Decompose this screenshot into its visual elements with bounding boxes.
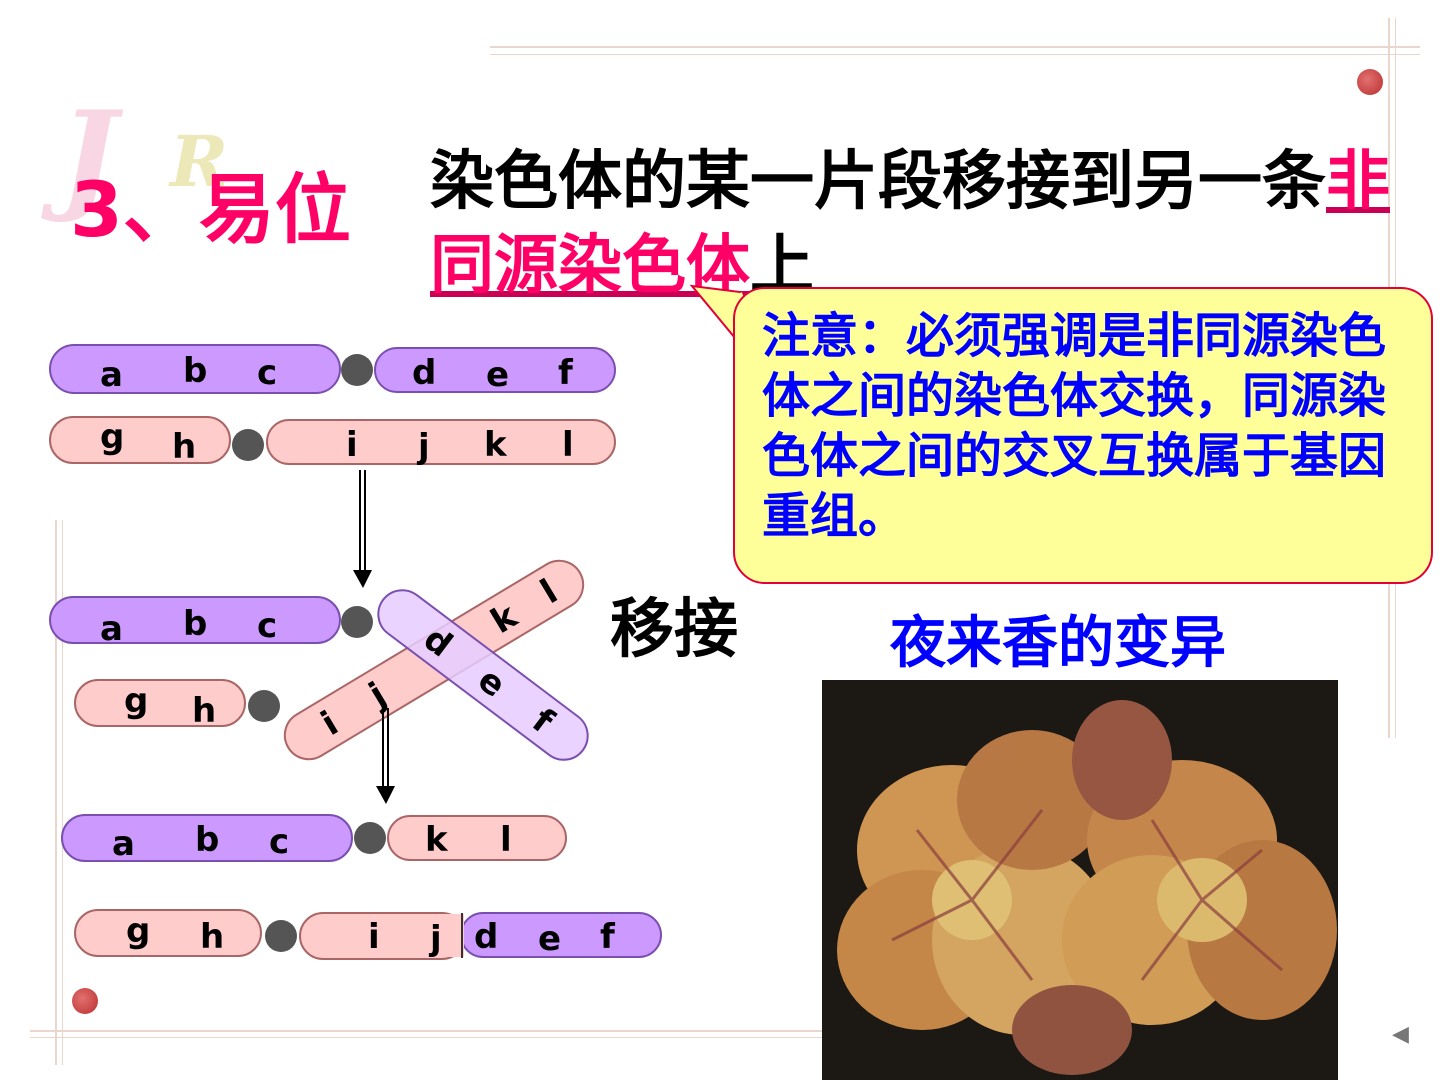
gene-label: d <box>412 353 436 393</box>
definition-part1: 染色体的某一片段移接到另一条 <box>430 145 1326 219</box>
centromere <box>354 822 386 854</box>
arrow-down-1 <box>353 470 372 588</box>
gene-label: i <box>346 425 358 465</box>
frame-bottom-line-2 <box>30 1037 830 1038</box>
gene-label: i <box>368 917 380 957</box>
gene-label: l <box>562 425 574 465</box>
gene-label: c <box>269 822 289 862</box>
gene-label: h <box>192 691 216 731</box>
gene-label: g <box>124 681 148 721</box>
gene-label: h <box>200 917 224 957</box>
chrom-b-left <box>50 417 230 463</box>
gene-label: b <box>183 604 207 644</box>
callout-text: 注意：必须强调是非同源染色体之间的染色体交换，同源染色体之间的交叉互换属于基因重… <box>762 306 1422 546</box>
gene-label: a <box>112 824 135 864</box>
transposition-label: 移接 <box>610 578 738 670</box>
frame-top-line-2 <box>490 54 1420 55</box>
gene-label: h <box>172 427 196 467</box>
flower-photo <box>822 680 1338 1080</box>
gene-label: e <box>538 919 561 959</box>
gene-label: j <box>416 427 430 467</box>
gene-label: a <box>100 609 123 649</box>
centromere <box>232 429 264 461</box>
definition-text: 染色体的某一片段移接到另一条非同源染色体上 <box>430 140 1390 308</box>
translocation-diagram: a b c d e f g h i j k l a b c i j k l <box>0 330 700 980</box>
stage3: a b c k l g h i j d e f <box>62 815 661 959</box>
flower-illustration <box>822 680 1338 1080</box>
flower-caption: 夜来香的变异 <box>890 598 1226 679</box>
stage1: a b c d e f g h i j k l <box>50 345 615 467</box>
section-title: 3、易位 <box>70 148 351 258</box>
gene-label: c <box>257 353 277 393</box>
chrom-b-left <box>75 910 261 956</box>
gene-label: b <box>195 820 219 860</box>
gene-label: g <box>126 911 150 951</box>
gene-label: e <box>486 355 509 395</box>
gene-label: f <box>558 353 574 393</box>
gene-label: k <box>484 425 508 465</box>
gene-label: l <box>500 820 512 860</box>
stage2: a b c i j k l d e f g h <box>50 552 597 770</box>
centromere <box>341 606 373 638</box>
decor-dot-bottom-left <box>72 988 98 1014</box>
centromere <box>248 690 280 722</box>
gene-label: j <box>428 919 442 959</box>
centromere <box>265 920 297 952</box>
frame-top-line <box>490 46 1420 48</box>
chrom-b-joint <box>440 914 464 957</box>
gene-label: f <box>600 917 616 957</box>
gene-label: d <box>474 917 498 957</box>
triangle-left-icon[interactable]: ◀ <box>1392 1022 1409 1047</box>
decor-dot-top-right <box>1357 69 1383 95</box>
frame-bottom-line <box>30 1030 830 1032</box>
gene-label: c <box>257 606 277 646</box>
gene-label: b <box>183 351 207 391</box>
chrom-a-right <box>388 816 566 860</box>
gene-label: g <box>100 417 124 457</box>
gene-label: k <box>425 820 449 860</box>
centromere <box>341 354 373 386</box>
gene-label: a <box>100 355 123 395</box>
arrow-down-2 <box>376 708 395 804</box>
chrom-b-left <box>75 680 245 726</box>
